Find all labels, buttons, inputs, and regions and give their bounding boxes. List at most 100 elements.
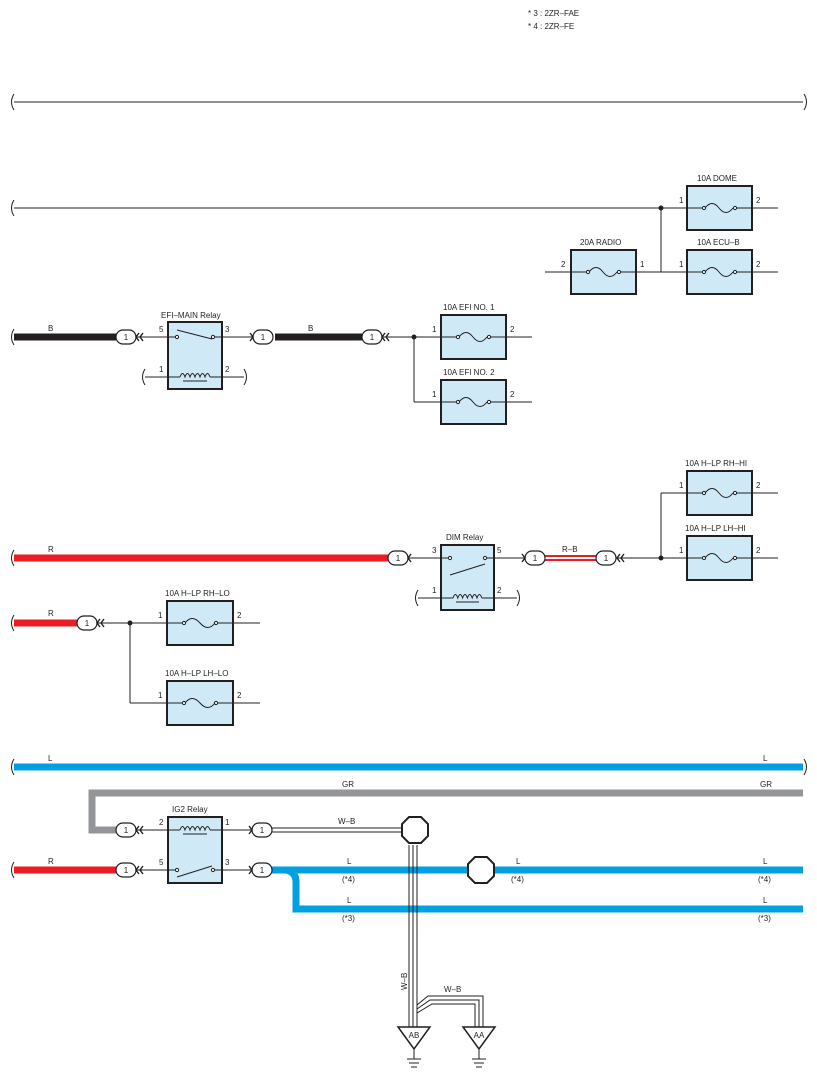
connector-pin: 1 — [85, 619, 90, 628]
pin-label: 2 — [237, 611, 242, 620]
connector-pin: 1 — [260, 866, 265, 875]
connector-1: 1 — [115, 822, 144, 838]
pin-label: 1 — [432, 390, 437, 399]
splice-point — [467, 856, 495, 884]
wire-label-wb: W–B — [338, 817, 355, 826]
connector-1: 1 — [361, 329, 390, 345]
headlamp-hi-circuit: R R–B — [11, 492, 778, 567]
wire-label-l: L — [48, 754, 53, 763]
wire-label-l: L — [763, 857, 768, 866]
wire-label-wb: W–B — [444, 985, 461, 994]
relay-label: IG2 Relay — [172, 805, 208, 814]
ground-label: AB — [409, 1031, 420, 1040]
wire-label-l: L — [516, 857, 521, 866]
wire-note-star3: (*3) — [758, 914, 771, 923]
note-star4: * 4 : 2ZR–FE — [528, 22, 574, 31]
connector-pin: 1 — [124, 826, 129, 835]
relay-label: DIM Relay — [446, 533, 483, 542]
wire-label-gr: GR — [760, 780, 772, 789]
pin-label: 2 — [510, 390, 515, 399]
pin-label: 2 — [510, 325, 515, 334]
wire-label-l: L — [763, 896, 768, 905]
note-star3: * 3 : 2ZR–FAE — [528, 9, 579, 18]
pin-label: 1 — [679, 546, 684, 555]
wire-label-b: B — [48, 324, 53, 333]
connector-1: 1 — [387, 550, 412, 566]
connector-1: 1 — [595, 550, 625, 566]
wire-label-r: R — [48, 609, 54, 618]
connector-pin: 1 — [396, 554, 401, 563]
fuse-10a-efi-no2: 10A EFI NO. 2 1 2 — [432, 368, 515, 425]
pin-label: 5 — [159, 325, 164, 334]
pin-label: 1 — [679, 481, 684, 490]
relay-label: EFI–MAIN Relay — [161, 311, 221, 320]
connector-pin: 1 — [124, 333, 129, 342]
pin-label: 5 — [497, 546, 502, 555]
connector-pin: 1 — [260, 826, 265, 835]
fuse-10a-hlp-rh-hi: 10A H–LP RH–HI 1 2 — [679, 459, 761, 516]
pin-label: 2 — [756, 196, 761, 205]
fuse-label: 10A H–LP RH–HI — [685, 459, 747, 468]
ig2-circuit: R W–B L (*4) L (*4) L (*4) L (*3) L (*3)… — [11, 817, 803, 1027]
pin-label: 2 — [756, 260, 761, 269]
connector-pin: 1 — [604, 554, 609, 563]
pin-label: 1 — [432, 586, 437, 595]
wire-label-rb: R–B — [562, 545, 578, 554]
connector-pin: 1 — [533, 554, 538, 563]
headlamp-lo-circuit: R — [11, 609, 260, 704]
fuse-label: 10A H–LP RH–LO — [165, 589, 230, 598]
wire-label-gr: GR — [342, 780, 354, 789]
pin-label: 5 — [159, 858, 164, 867]
l-bus: L L — [11, 754, 807, 776]
pin-label: 2 — [225, 365, 230, 374]
wire-note-star4: (*4) — [758, 875, 771, 884]
wire-label-b: B — [308, 324, 313, 333]
fuse-10a-ecub: 10A ECU–B 1 2 — [679, 238, 761, 295]
wire-label-wb: W–B — [400, 973, 409, 990]
fuse-label: 10A H–LP LH–LO — [165, 669, 228, 678]
ground-aa: AA — [461, 1026, 497, 1068]
pin-label: 1 — [225, 818, 230, 827]
pin-label: 2 — [237, 691, 242, 700]
pin-label: 1 — [679, 260, 684, 269]
fuse-10a-dome: 10A DOME 1 2 — [679, 174, 761, 231]
fuse-label: 10A H–LP LH–HI — [685, 524, 746, 533]
gr-wire: GR GR — [88, 780, 803, 834]
dim-relay: DIM Relay 3 5 1 2 — [415, 533, 520, 611]
connector-1: 1 — [115, 862, 144, 878]
pin-label: 3 — [225, 858, 230, 867]
fuse-20a-radio: 20A RADIO 2 1 — [561, 238, 645, 295]
pin-label: 2 — [561, 260, 566, 269]
wire-label-l: L — [347, 896, 352, 905]
pin-label: 1 — [679, 196, 684, 205]
pin-label: 1 — [158, 691, 163, 700]
pin-label: 1 — [158, 611, 163, 620]
efi-main-circuit: B B — [11, 324, 532, 403]
fuse-label: 20A RADIO — [580, 238, 621, 247]
ground-label: AA — [474, 1031, 485, 1040]
top-bus — [11, 93, 807, 111]
connector-1: 1 — [76, 615, 105, 631]
pin-label: 2 — [756, 546, 761, 555]
fuse-label: 10A DOME — [697, 174, 737, 183]
pin-label: 1 — [159, 365, 164, 374]
connector-1: 1 — [249, 329, 274, 345]
pin-label: 2 — [497, 586, 502, 595]
connector-pin: 1 — [370, 333, 375, 342]
pin-label: 1 — [432, 325, 437, 334]
pin-label: 2 — [756, 481, 761, 490]
fuse-10a-hlp-lh-hi: 10A H–LP LH–HI 1 2 — [679, 524, 761, 581]
wire-label-l: L — [763, 754, 768, 763]
pin-label: 1 — [640, 260, 645, 269]
connector-1: 1 — [115, 329, 144, 345]
ground-ab: AB — [396, 1026, 432, 1068]
connector-1: 1 — [248, 862, 273, 878]
wire-note-star4: (*4) — [511, 875, 524, 884]
ig2-relay: IG2 Relay 2 1 5 3 — [159, 805, 230, 884]
connector-1: 1 — [248, 822, 273, 838]
dome-circuit — [11, 199, 778, 273]
wire-note-star3: (*3) — [342, 914, 355, 923]
pin-label: 2 — [159, 818, 164, 827]
pin-label: 3 — [225, 325, 230, 334]
